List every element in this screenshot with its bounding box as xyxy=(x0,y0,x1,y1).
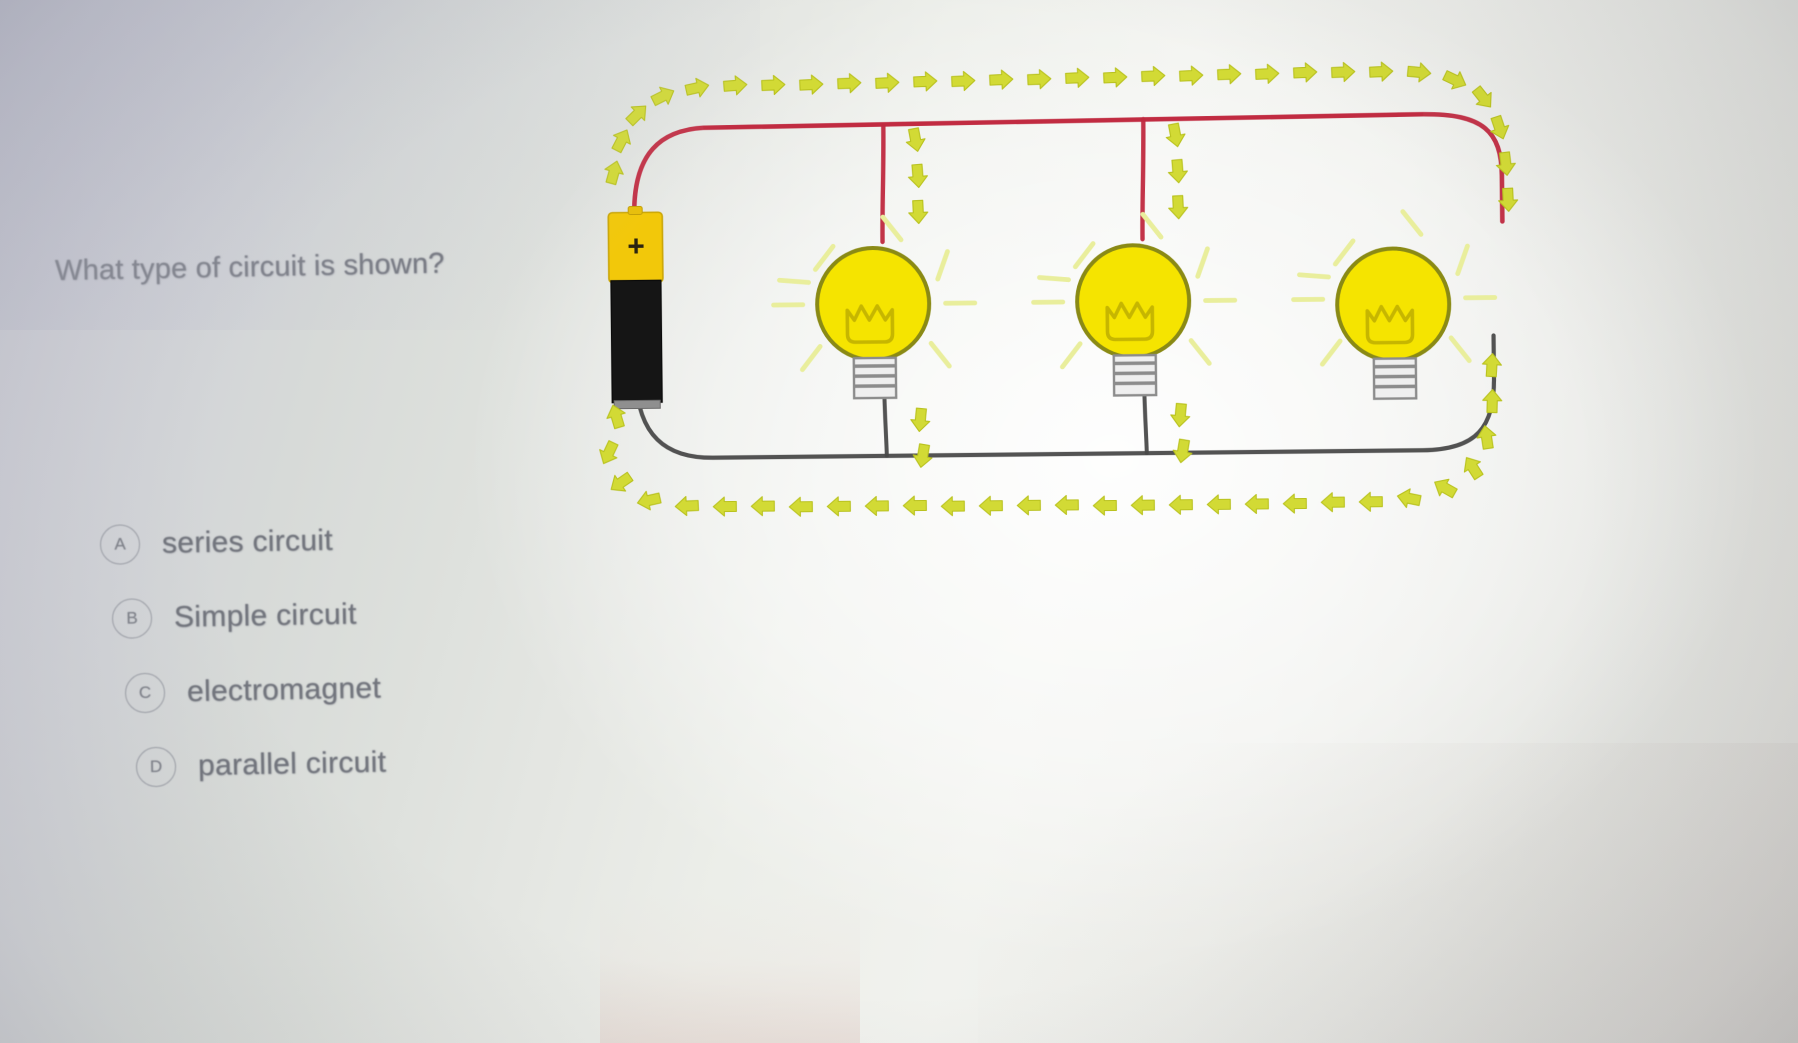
question-prompt: What type of circuit is shown? xyxy=(54,247,445,288)
current-arrows-top xyxy=(601,61,1519,213)
bulb-1 xyxy=(771,213,978,400)
bulb-3 xyxy=(1291,208,1498,400)
bulb-2-base xyxy=(1112,353,1158,397)
answer-options-list: A series circuit B Simple circuit C elec… xyxy=(99,520,660,816)
current-arrows-returns xyxy=(909,402,1195,470)
positive-wire-group xyxy=(631,111,1505,245)
option-c-letter: C xyxy=(124,672,166,714)
option-d[interactable]: D parallel circuit xyxy=(135,737,697,788)
screen-glare-warm-band xyxy=(600,893,860,1043)
bulb-2 xyxy=(1031,210,1238,397)
option-a[interactable]: A series circuit xyxy=(99,515,661,565)
current-arrows-bottom xyxy=(594,352,1503,517)
bulb-1-base xyxy=(852,356,898,400)
option-c-label: electromagnet xyxy=(186,671,382,709)
screen-glare-bottom-right xyxy=(978,743,1798,1043)
option-d-letter: D xyxy=(135,746,177,788)
parallel-circuit-diagram xyxy=(582,35,1547,535)
current-arrows-branches xyxy=(903,121,1189,225)
option-c[interactable]: C electromagnet xyxy=(124,663,686,714)
option-a-label: series circuit xyxy=(161,523,334,560)
option-d-label: parallel circuit xyxy=(197,745,387,783)
option-a-letter: A xyxy=(99,524,141,565)
option-b-label: Simple circuit xyxy=(173,597,357,634)
battery xyxy=(607,205,664,410)
option-b-letter: B xyxy=(111,598,153,639)
option-b[interactable]: B Simple circuit xyxy=(111,589,673,639)
bulb-3-base xyxy=(1372,357,1418,400)
